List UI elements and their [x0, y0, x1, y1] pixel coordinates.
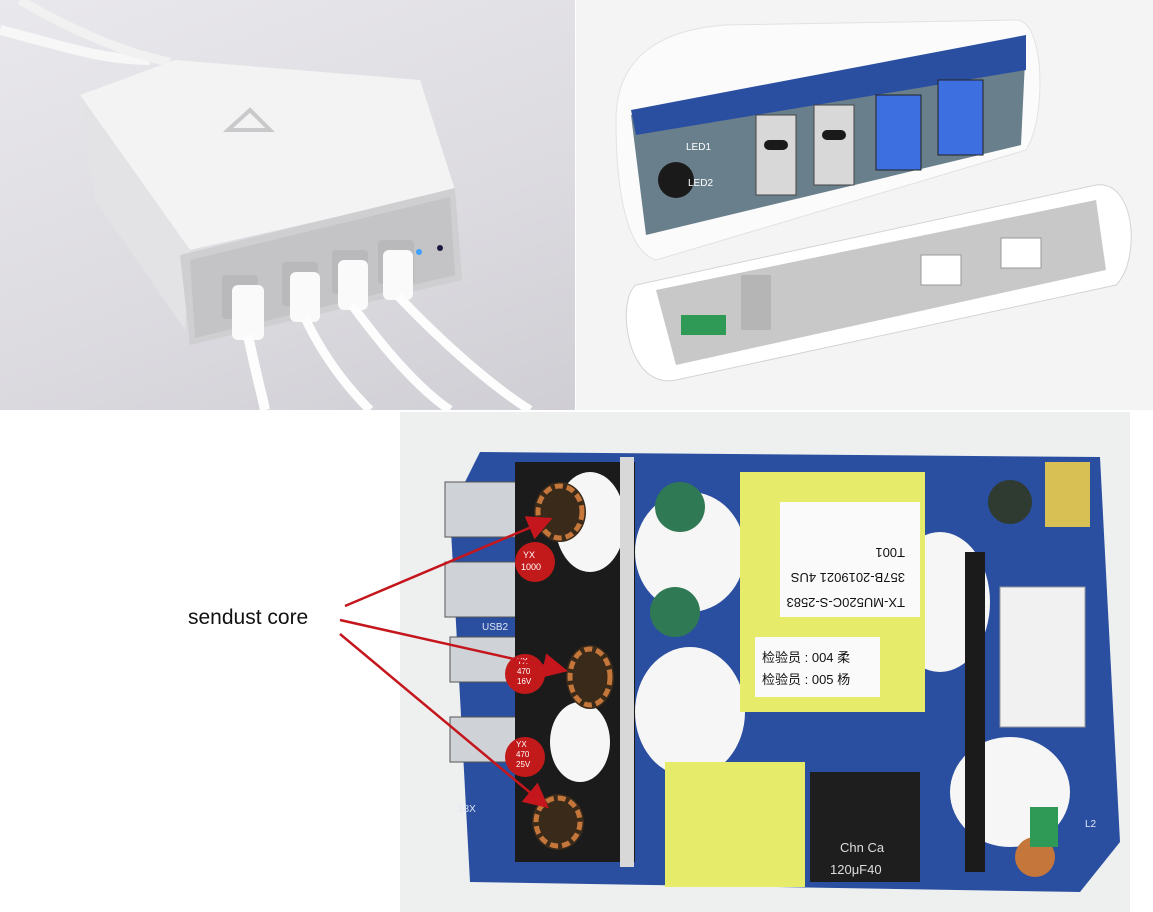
inspector-line2: 检验员 : 005 杨: [762, 672, 850, 687]
transformer-label-line1: TX-MU520C-S-2583: [787, 595, 906, 610]
transformer-label-line2: 357B-2019021 4US: [790, 570, 905, 585]
charger-exterior-illustration: [0, 0, 533, 410]
cap1-brand: YX: [523, 550, 535, 560]
charger-pcb-closeup-photo: USB2 YX 1000 YX 470 16V YX 470 25V: [400, 412, 1130, 912]
bulk-capacitor: [810, 772, 920, 882]
board-mark-l2: L2: [1085, 819, 1097, 830]
transformer-label-line3: T001: [875, 545, 905, 560]
cap2-brand: YX: [517, 657, 528, 666]
cap3-brand: YX: [516, 740, 527, 749]
pcb-illustration: USB2 YX 1000 YX 470 16V YX 470 25V: [444, 452, 1120, 892]
bulk-cap-brand: Chn Ca: [840, 840, 885, 855]
cap3-voltage: 25V: [516, 760, 531, 769]
pcb-led1-label: LED1: [686, 142, 711, 153]
charger-open-case-photo: LED1 LED2: [576, 0, 1153, 410]
sendust-core-2: [566, 645, 614, 709]
bulk-cap-rating: 120μF40: [830, 862, 882, 877]
sendust-core-1: [534, 482, 586, 542]
sendust-core-3: [532, 794, 584, 850]
cap3-value: 470: [516, 750, 530, 759]
pcb-led2-label: LED2: [688, 178, 713, 189]
board-mark-18x: 18X: [458, 804, 476, 815]
board-mark-usb2: USB2: [482, 622, 509, 633]
charger-exterior-photo: [0, 0, 575, 410]
cap2-value: 470: [517, 667, 531, 676]
inspector-line1: 检验员 : 004 柔: [762, 650, 850, 665]
sendust-core-label: sendust core: [188, 606, 309, 629]
cap2-voltage: 16V: [517, 677, 532, 686]
cap1-value: 1000: [521, 562, 541, 572]
open-case-illustration: LED1 LED2: [615, 19, 1132, 382]
